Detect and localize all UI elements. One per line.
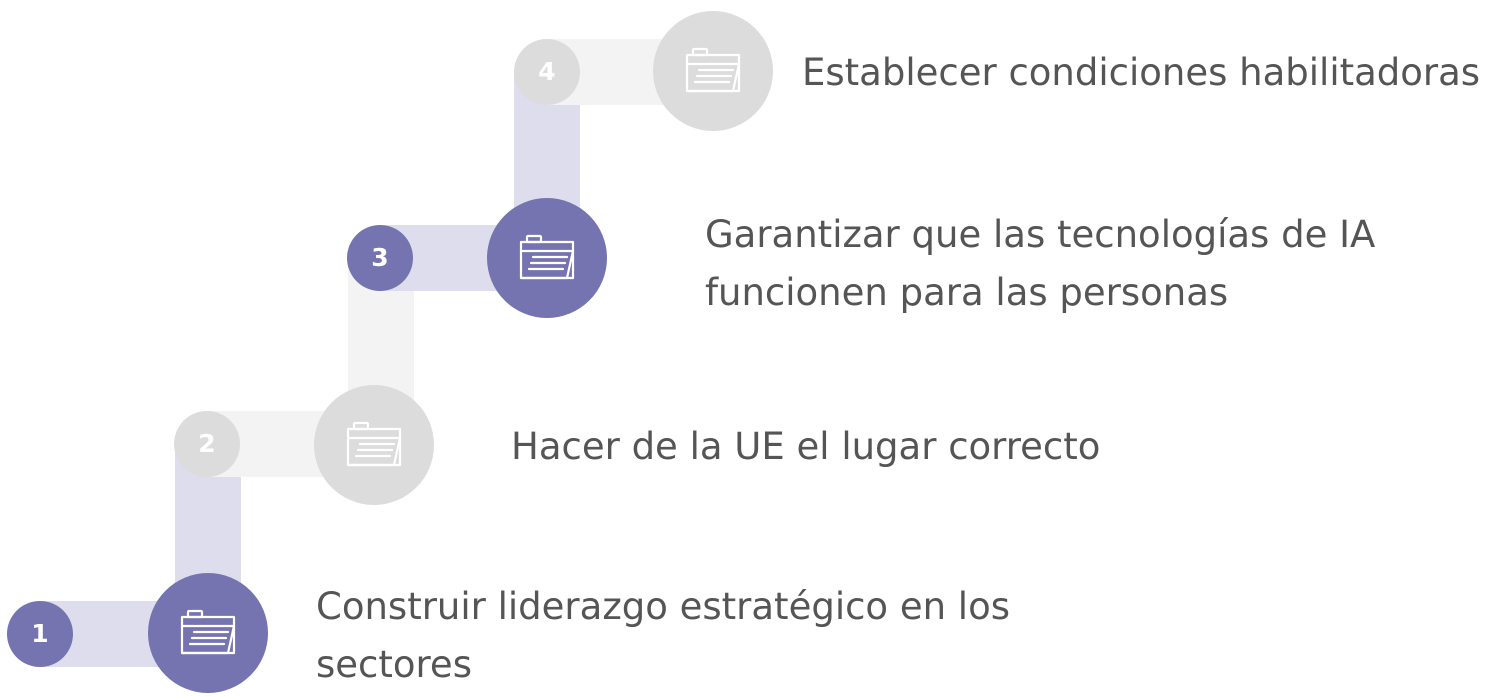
step-4-number: 4 [538,57,556,86]
step-4-icon-circle [653,11,773,131]
step-4-number-badge: 4 [514,39,580,105]
folder-icon [683,46,743,96]
folder-icon [517,233,577,283]
step-2-number-badge: 2 [174,411,240,477]
step-2-label: Hacer de la UE el lugar correcto [511,425,1101,468]
step-2-icon-circle [314,385,434,505]
step-4-label: Establecer condiciones habilitadoras [802,51,1481,94]
step-3-label: Garantizar que las tecnologías de IA fun… [705,213,1376,314]
step-3-icon-circle [487,198,607,318]
folder-icon [344,420,404,470]
step-3-number-badge: 3 [347,225,413,291]
step-1-number-badge: 1 [7,601,73,667]
step-1-number: 1 [31,619,49,648]
step-1-icon-circle [148,573,268,693]
step-1-label: Construir liderazgo estratégico en los s… [316,585,1011,686]
step-2-number: 2 [198,429,216,458]
step-3-number: 3 [371,243,389,272]
folder-icon [178,608,238,658]
